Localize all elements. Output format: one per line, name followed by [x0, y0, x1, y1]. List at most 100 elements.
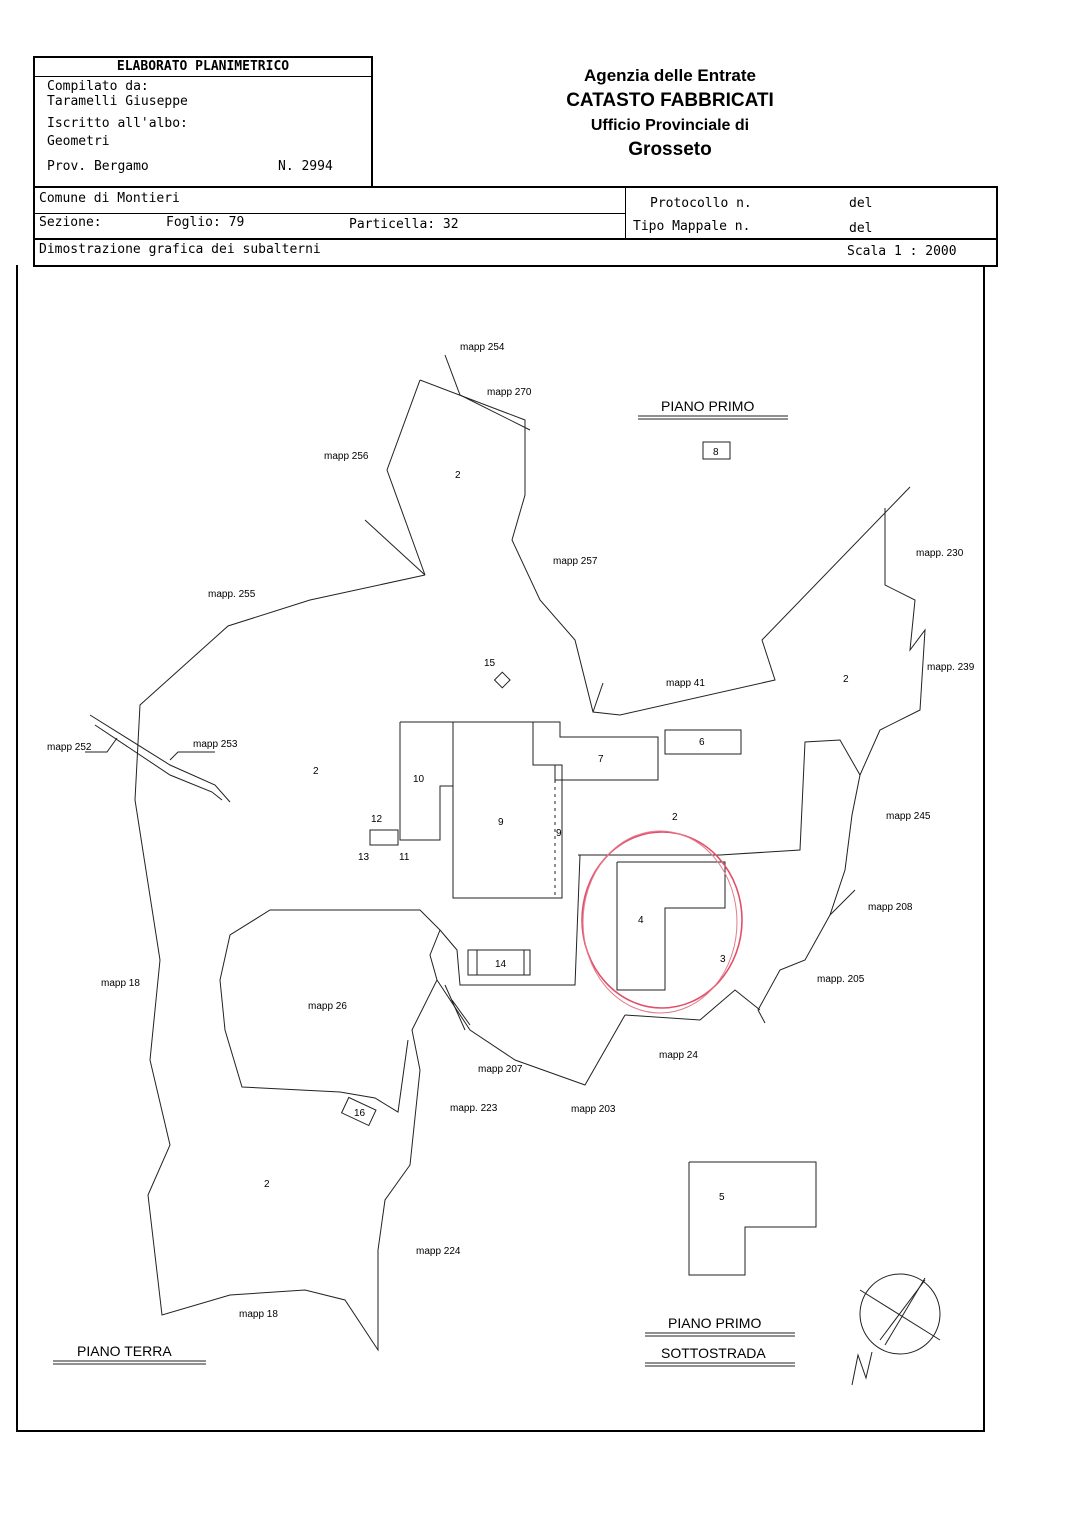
building-15 [493, 671, 511, 689]
boundary-line [829, 889, 856, 916]
compiled-by: Taramelli Giuseppe [47, 94, 188, 109]
sub-2-label: 2 [455, 470, 461, 481]
sub-15-label: 15 [484, 658, 496, 669]
agency-name: Agenzia delle Entrate [584, 66, 756, 85]
sub-13-label: 13 [358, 852, 370, 863]
header-box: ELABORATO PLANIMETRICO Compilato da: Tar… [33, 56, 373, 188]
info-divider [625, 188, 626, 238]
sezione: Sezione: [39, 215, 102, 230]
mapp-205-label: mapp. 205 [817, 974, 865, 985]
building-6 [664, 729, 742, 755]
building-7 [533, 721, 659, 781]
mapp-224-label: mapp 224 [416, 1246, 461, 1257]
boundary-line [719, 508, 926, 856]
registered-label: Iscritto all'albo: [47, 116, 188, 131]
sub-16-label: 16 [354, 1108, 366, 1119]
mapp-208-label: mapp 208 [868, 902, 913, 913]
catasto-title: CATASTO FABBRICATI [566, 90, 774, 111]
sub-10-label: 10 [413, 774, 425, 785]
mapp-257-label: mapp 257 [553, 556, 598, 567]
mapp-245-label: mapp 245 [886, 811, 931, 822]
sub-5-label: 5 [719, 1192, 725, 1203]
sub-2-label: 2 [672, 812, 678, 823]
del-1: del [849, 196, 873, 211]
boundary-line [624, 989, 761, 1021]
building-9 [452, 721, 563, 899]
sub-4-label: 4 [638, 915, 644, 926]
piano-primo-bottom-label: PIANO PRIMO [668, 1315, 761, 1331]
mapp-254-label: mapp 254 [460, 342, 505, 353]
boundary-line [134, 574, 441, 1352]
sub-7-label: 7 [598, 754, 604, 765]
sub-2-label: 2 [313, 766, 319, 777]
mapp-255-label: mapp. 255 [208, 589, 256, 600]
mapp-253-label: mapp 253 [193, 739, 238, 750]
sub-14-label: 14 [495, 959, 507, 970]
piano-terra-label: PIANO TERRA [77, 1343, 172, 1359]
info-box: Comune di Montieri Sezione: Foglio: 79 P… [33, 186, 998, 240]
header-title: ELABORATO PLANIMETRICO [35, 58, 371, 77]
registration-number: N. 2994 [278, 159, 333, 174]
province: Prov. Bergamo [47, 159, 149, 174]
piano-primo-top-label: PIANO PRIMO [661, 398, 754, 414]
mapp-270-label: mapp 270 [487, 387, 532, 398]
mapp-207-label: mapp 207 [478, 1064, 523, 1075]
building-12 [369, 829, 399, 846]
office-label: Ufficio Provinciale di [590, 117, 750, 134]
boundary-line [85, 737, 118, 753]
sub-3-label: 3 [720, 954, 726, 965]
building-14-inner [476, 949, 525, 976]
mapp-41-label: mapp 41 [666, 678, 705, 689]
scale: Scala 1 : 2000 [847, 244, 957, 259]
sub-11-label: 11 [399, 852, 410, 863]
particella: Particella: 32 [349, 217, 459, 232]
road-line [89, 714, 231, 803]
boundary-line [757, 774, 861, 1024]
sub-9-label: 9 [498, 817, 504, 828]
boundary-line [169, 751, 215, 761]
del-2: del [849, 221, 873, 236]
mapp-26-label: mapp 26 [308, 1001, 347, 1012]
building-4 [616, 861, 726, 991]
north-arrow-circle [859, 1273, 941, 1355]
tipo-mappale: Tipo Mappale n. [633, 219, 751, 234]
mapp-223-label: mapp. 223 [450, 1103, 498, 1114]
mapp-24-label: mapp 24 [659, 1050, 698, 1061]
boundary-line [451, 999, 471, 1026]
mapp-203-label: mapp 203 [571, 1104, 616, 1115]
sub-8-label: 8 [713, 447, 719, 458]
boundary-line [419, 379, 911, 716]
agency-block: Agenzia delle Entrate CATASTO FABBRICATI… [520, 64, 820, 162]
sub-2-label: 2 [264, 1179, 270, 1190]
sub-9-label: 9 [556, 828, 562, 839]
building-10 [399, 721, 454, 841]
sub-2-label: 2 [843, 674, 849, 685]
mapp-18b-label: mapp 18 [239, 1309, 278, 1320]
map-frame [16, 265, 985, 1432]
sub-6-label: 6 [699, 737, 705, 748]
building-16 [340, 1096, 377, 1127]
protocollo: Protocollo n. [650, 196, 752, 211]
boundary-line [444, 984, 466, 1031]
mapp-256-label: mapp 256 [324, 451, 369, 462]
description: Dimostrazione grafica dei subalterni [39, 242, 321, 257]
info-hline [35, 213, 625, 214]
comune: Comune di Montieri [39, 191, 180, 206]
building-8 [702, 441, 731, 460]
building-5 [688, 1161, 817, 1276]
compiled-by-label: Compilato da: [47, 79, 149, 94]
north-letter: N [0, 0, 1, 1]
boundary-line [436, 979, 626, 1086]
boundary-line [444, 354, 531, 431]
boundary-line [592, 682, 604, 713]
sottostrada-label: SOTTOSTRADA [661, 1345, 766, 1361]
mapp-18-label: mapp 18 [101, 978, 140, 989]
red-circle-annotation [581, 831, 743, 1009]
sub-12-label: 12 [371, 814, 383, 825]
office-city: Grosseto [628, 139, 712, 160]
mapp-252-label: mapp 252 [47, 742, 92, 753]
mapp-230-label: mapp. 230 [916, 548, 964, 559]
description-row: Dimostrazione grafica dei subalterni Sca… [33, 238, 998, 267]
boundary-line [364, 379, 426, 576]
